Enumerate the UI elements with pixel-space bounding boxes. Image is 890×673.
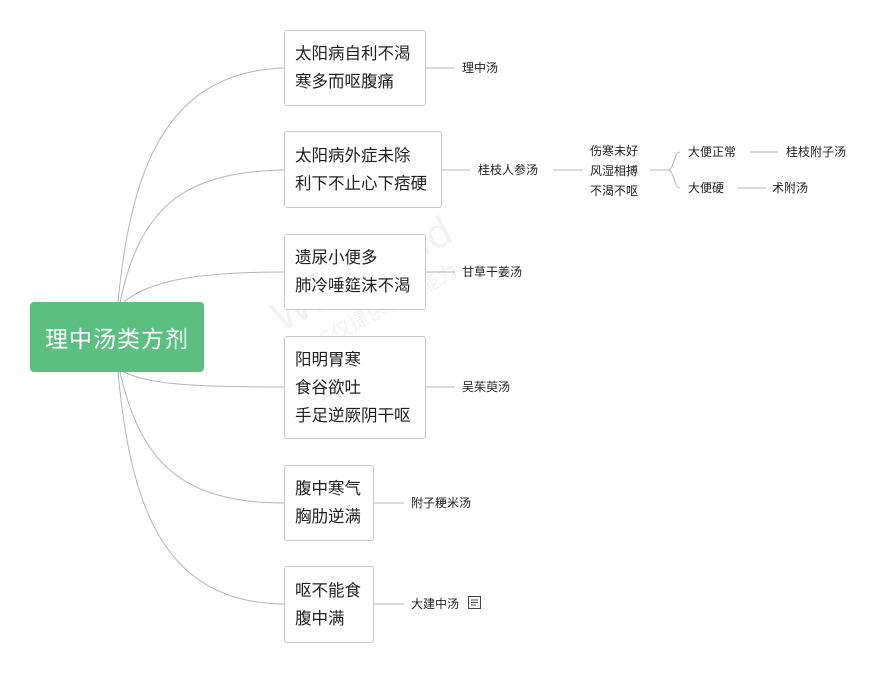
connector-root-topic-1: [117, 67, 285, 303]
topic-line: 遗尿小便多: [295, 248, 378, 267]
root-label: 理中汤类方剂: [45, 327, 189, 353]
connector-root-topic-3: [123, 271, 285, 303]
formula-node-6[interactable]: 大建中汤: [411, 597, 460, 611]
formula-node-4[interactable]: 吴茱萸汤: [462, 380, 511, 394]
case-formula-2[interactable]: 术附汤: [772, 181, 809, 195]
formula-node-5[interactable]: 附子粳米汤: [411, 496, 472, 510]
branch-condition-node[interactable]: 伤寒未好 风湿相搏 不渴不呕: [590, 141, 638, 201]
formula-node-3[interactable]: 甘草干姜汤: [462, 265, 523, 279]
topic-line: 太阳病自利不渴: [295, 44, 411, 63]
connector-root-topic-5: [119, 371, 285, 504]
branch-condition-line: 伤寒未好: [590, 144, 639, 158]
case-condition-1[interactable]: 大便正常: [688, 145, 737, 159]
topic-line: 腹中满: [295, 608, 345, 628]
root-node[interactable]: 理中汤类方剂: [30, 302, 204, 372]
topic-line: 太阳病外症未除: [295, 145, 411, 165]
topic-node-1[interactable]: 太阳病自利不渴 寒多而呕腹痛: [284, 30, 426, 106]
branch-condition-line: 不渴不呕: [590, 184, 639, 198]
topic-node-3[interactable]: 遗尿小便多 肺冷唾筵沫不渴: [284, 234, 426, 310]
connector-root-topic-2: [119, 169, 285, 303]
topic-node-5[interactable]: 腹中寒气 胸肋逆满: [284, 465, 374, 541]
topic-node-6[interactable]: 呕不能食 腹中满: [284, 566, 374, 643]
topic-node-4[interactable]: 阳明胃寒 食谷欲吐 手足逆厥阴干呕: [284, 336, 426, 439]
topic-line: 腹中寒气: [295, 479, 361, 498]
topic-node-2[interactable]: 太阳病外症未除 利下不止心下痞硬: [284, 131, 442, 208]
topic-line: 呕不能食: [295, 580, 361, 600]
topic-line: 肺冷唾筵沫不渴: [295, 276, 411, 295]
topic-line: 手足逆厥阴干呕: [295, 405, 411, 425]
topic-line: 食谷欲吐: [295, 377, 361, 397]
topic-line: 阳明胃寒: [295, 349, 361, 369]
connector-root-topic-4: [123, 371, 285, 388]
topic-line: 利下不止心下痞硬: [295, 173, 427, 193]
note-icon[interactable]: [468, 596, 481, 609]
branch-condition-line: 风湿相搏: [590, 164, 639, 178]
case-formula-1[interactable]: 桂枝附子汤: [786, 145, 847, 159]
connector-root-topic-6: [117, 371, 285, 605]
connector-condition-split: [650, 151, 681, 189]
formula-node-1[interactable]: 理中汤: [462, 61, 499, 75]
topic-line: 寒多而呕腹痛: [295, 72, 394, 91]
case-condition-2[interactable]: 大便硬: [688, 181, 725, 195]
topic-line: 胸肋逆满: [295, 507, 361, 526]
formula-node-2[interactable]: 桂枝人参汤: [478, 163, 539, 177]
